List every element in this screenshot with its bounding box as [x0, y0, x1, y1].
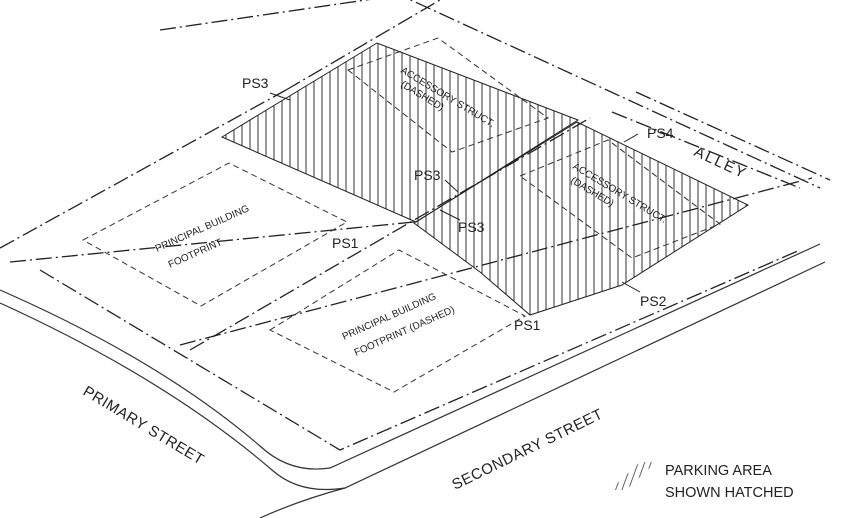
accessory-structure-1 — [346, 37, 550, 153]
alley-line-1 — [635, 91, 831, 181]
lot-line-alley-side — [159, 0, 821, 189]
curb-inner — [0, 261, 826, 491]
ps3-top-leader — [269, 92, 291, 101]
legend-line2: SHOWN HATCHED — [665, 485, 794, 501]
ps2-leader — [621, 281, 641, 293]
ps3-lower-label: PS3 — [458, 219, 485, 235]
accessory-structure-2 — [518, 139, 722, 259]
primary-street-label: PRIMARY STREET — [80, 383, 207, 469]
ps3-middle-label: PS3 — [414, 167, 441, 183]
ps1-left-label: PS1 — [332, 235, 359, 251]
ps2-label: PS2 — [640, 293, 667, 309]
alley-label: ALLEY — [691, 143, 750, 182]
ps4-label: PS4 — [647, 125, 674, 141]
legend-line1: PARKING AREA — [665, 463, 772, 479]
ps1-right-label: PS1 — [514, 317, 541, 333]
ps3-top-label: PS3 — [242, 75, 269, 91]
ps4-leader — [623, 133, 639, 143]
lot-line-back — [285, 0, 441, 91]
curb-edge — [259, 487, 346, 518]
parking-area-lower — [413, 121, 750, 316]
lot-line-middle — [189, 117, 591, 351]
principal-building-footprint-1 — [81, 162, 349, 307]
lot-line-divider — [9, 221, 415, 263]
ps3-lower-leader — [439, 209, 461, 221]
lot-line-lower-mid — [179, 177, 813, 346]
ps3-middle-leader — [444, 179, 459, 193]
legend-hatch-swatch — [610, 462, 656, 490]
secondary-street-label: SECONDARY STREET — [449, 406, 605, 494]
alley-line-2 — [611, 111, 801, 189]
curb-outer — [0, 243, 821, 470]
lot-line-upper-left — [0, 89, 287, 249]
lot-line-front — [39, 249, 801, 451]
principal-building-footprint-2 — [268, 249, 527, 393]
parking-area-upper — [220, 42, 580, 223]
